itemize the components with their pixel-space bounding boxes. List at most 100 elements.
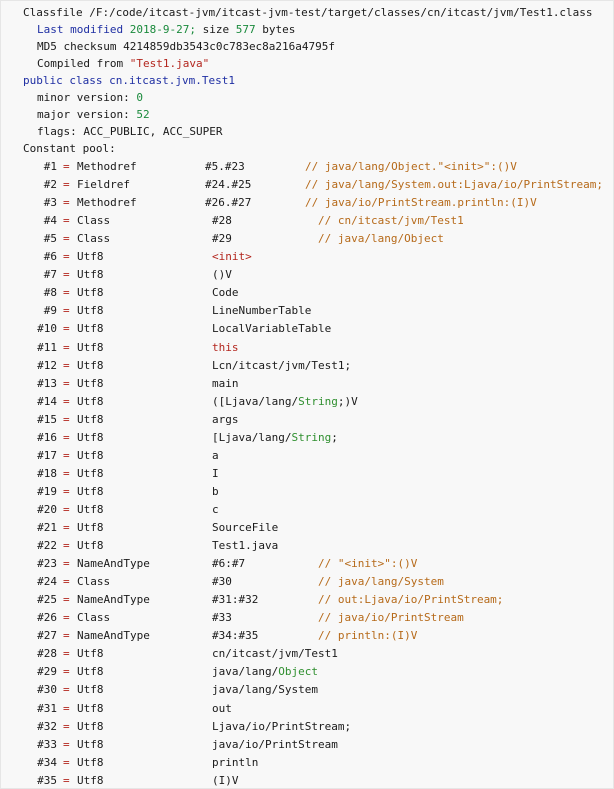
cp-index: #16 xyxy=(37,430,57,444)
cp-index: #6 xyxy=(43,250,57,264)
md5-label: MD5 checksum xyxy=(37,40,117,53)
cp-index: #14 xyxy=(37,394,57,408)
cp-type: Utf8 xyxy=(77,647,104,661)
cp-type: Utf8 xyxy=(77,539,104,553)
cp-type: Utf8 xyxy=(77,773,104,787)
cp-index: #3 xyxy=(43,196,57,210)
major-value: 52 xyxy=(136,108,150,121)
cp-equals: = xyxy=(63,322,70,336)
cp-equals: = xyxy=(63,539,70,553)
cp-value: #34:#35 xyxy=(212,629,259,643)
cp-value: Lcn/itcast/jvm/Test1; xyxy=(212,358,352,372)
cp-comment: // java/io/PrintStream.println:(I)V xyxy=(305,196,537,210)
cp-type: Utf8 xyxy=(77,340,104,354)
cp-index: #24 xyxy=(37,575,57,589)
size-label: size xyxy=(202,23,230,36)
cp-equals: = xyxy=(63,268,70,282)
cp-value: println xyxy=(212,755,259,769)
major-version-line: major version: 52 xyxy=(37,108,150,122)
cp-type: Utf8 xyxy=(77,286,104,300)
minor-version-line: minor version: 0 xyxy=(37,91,143,105)
cp-type: Utf8 xyxy=(77,521,104,534)
cp-equals: = xyxy=(63,178,70,192)
cp-type: Utf8 xyxy=(77,502,104,516)
constant-pool-label: Constant pool: xyxy=(23,142,116,156)
cp-equals: = xyxy=(63,340,70,354)
cp-comment: // cn/itcast/jvm/Test1 xyxy=(318,214,464,228)
cp-index: #34 xyxy=(37,755,57,769)
cp-value: args xyxy=(212,412,239,426)
cp-value: #29 xyxy=(212,232,232,246)
cp-value: out xyxy=(212,701,232,715)
cp-value: #6:#7 xyxy=(212,557,246,571)
cp-equals: = xyxy=(63,755,70,769)
cp-index: #35 xyxy=(37,773,57,787)
cp-type: Utf8 xyxy=(77,394,104,408)
cp-type: Utf8 xyxy=(77,268,104,282)
cp-equals: = xyxy=(63,376,70,390)
cp-type: Utf8 xyxy=(77,737,104,751)
cp-index: #12 xyxy=(37,358,57,372)
cp-equals: = xyxy=(63,629,70,643)
cp-type: Utf8 xyxy=(77,719,104,733)
cp-value: Ljava/io/PrintStream; xyxy=(212,719,352,733)
cp-equals: = xyxy=(63,160,70,173)
cp-type: Utf8 xyxy=(77,250,104,264)
cp-equals: = xyxy=(63,196,70,210)
cp-index: #5 xyxy=(43,232,57,246)
cp-value: b xyxy=(212,484,219,498)
cp-type: NameAndType xyxy=(77,557,150,571)
flags-label: flags: xyxy=(37,125,77,138)
cp-index: #2 xyxy=(43,178,57,192)
cp-index: #27 xyxy=(37,629,57,643)
cp-equals: = xyxy=(63,521,70,534)
cp-type: Fieldref xyxy=(77,178,130,192)
decl-class: class xyxy=(69,74,103,87)
cp-equals: = xyxy=(63,737,70,751)
cp-comment: // java/lang/System.out:Ljava/io/PrintSt… xyxy=(305,178,604,192)
cp-comment: // java/lang/Object xyxy=(318,232,444,246)
last-modified-label: Last modified xyxy=(37,23,124,36)
cp-value: (I)V xyxy=(212,773,239,787)
decl-name: cn.itcast.jvm.Test1 xyxy=(109,74,235,87)
cp-index: #25 xyxy=(37,593,57,607)
cp-equals: = xyxy=(63,719,70,733)
cp-equals: = xyxy=(63,430,70,444)
cp-type: Class xyxy=(77,232,111,246)
class-decl-line: public class cn.itcast.jvm.Test1 xyxy=(23,74,235,88)
cp-index: #30 xyxy=(37,683,57,697)
cp-index: #22 xyxy=(37,539,57,553)
cp-value: Code xyxy=(212,286,239,300)
classfile-path: /F:/code/itcast-jvm/itcast-jvm-test/targ… xyxy=(89,6,593,19)
cp-equals: = xyxy=(63,647,70,661)
cp-index: #29 xyxy=(37,665,57,679)
major-label: major version: xyxy=(37,108,130,121)
cp-equals: = xyxy=(63,575,70,589)
cp-type: NameAndType xyxy=(77,629,150,643)
cp-equals: = xyxy=(63,484,70,498)
cp-type: NameAndType xyxy=(77,593,150,607)
cp-value: a xyxy=(212,448,219,462)
cp-index: #15 xyxy=(37,412,57,426)
cp-index: #11 xyxy=(37,340,57,354)
minor-value: 0 xyxy=(136,91,143,104)
cp-type: Utf8 xyxy=(77,755,104,769)
flags-value: ACC_PUBLIC, ACC_SUPER xyxy=(83,125,223,138)
cp-type: Utf8 xyxy=(77,701,104,715)
cp-equals: = xyxy=(63,286,70,300)
cp-equals: = xyxy=(63,250,70,264)
cp-type: Class xyxy=(77,575,111,589)
cp-comment: // java/lang/Object."<init>":()V xyxy=(305,160,517,173)
cp-equals: = xyxy=(63,448,70,462)
cp-value: ([Ljava/lang/String;)V xyxy=(212,394,358,408)
cp-type: Methodref xyxy=(77,160,137,173)
cp-index: #19 xyxy=(37,484,57,498)
cp-value: <init> xyxy=(212,250,252,264)
md5-value: 4214859db3543c0c783ec8a216a4795f xyxy=(123,40,336,53)
last-modified-date: 2018-9-27; xyxy=(129,23,196,36)
cp-type: Class xyxy=(77,611,111,625)
cp-comment: // java/lang/System xyxy=(318,575,444,589)
cp-equals: = xyxy=(63,394,70,408)
cp-equals: = xyxy=(63,358,70,372)
